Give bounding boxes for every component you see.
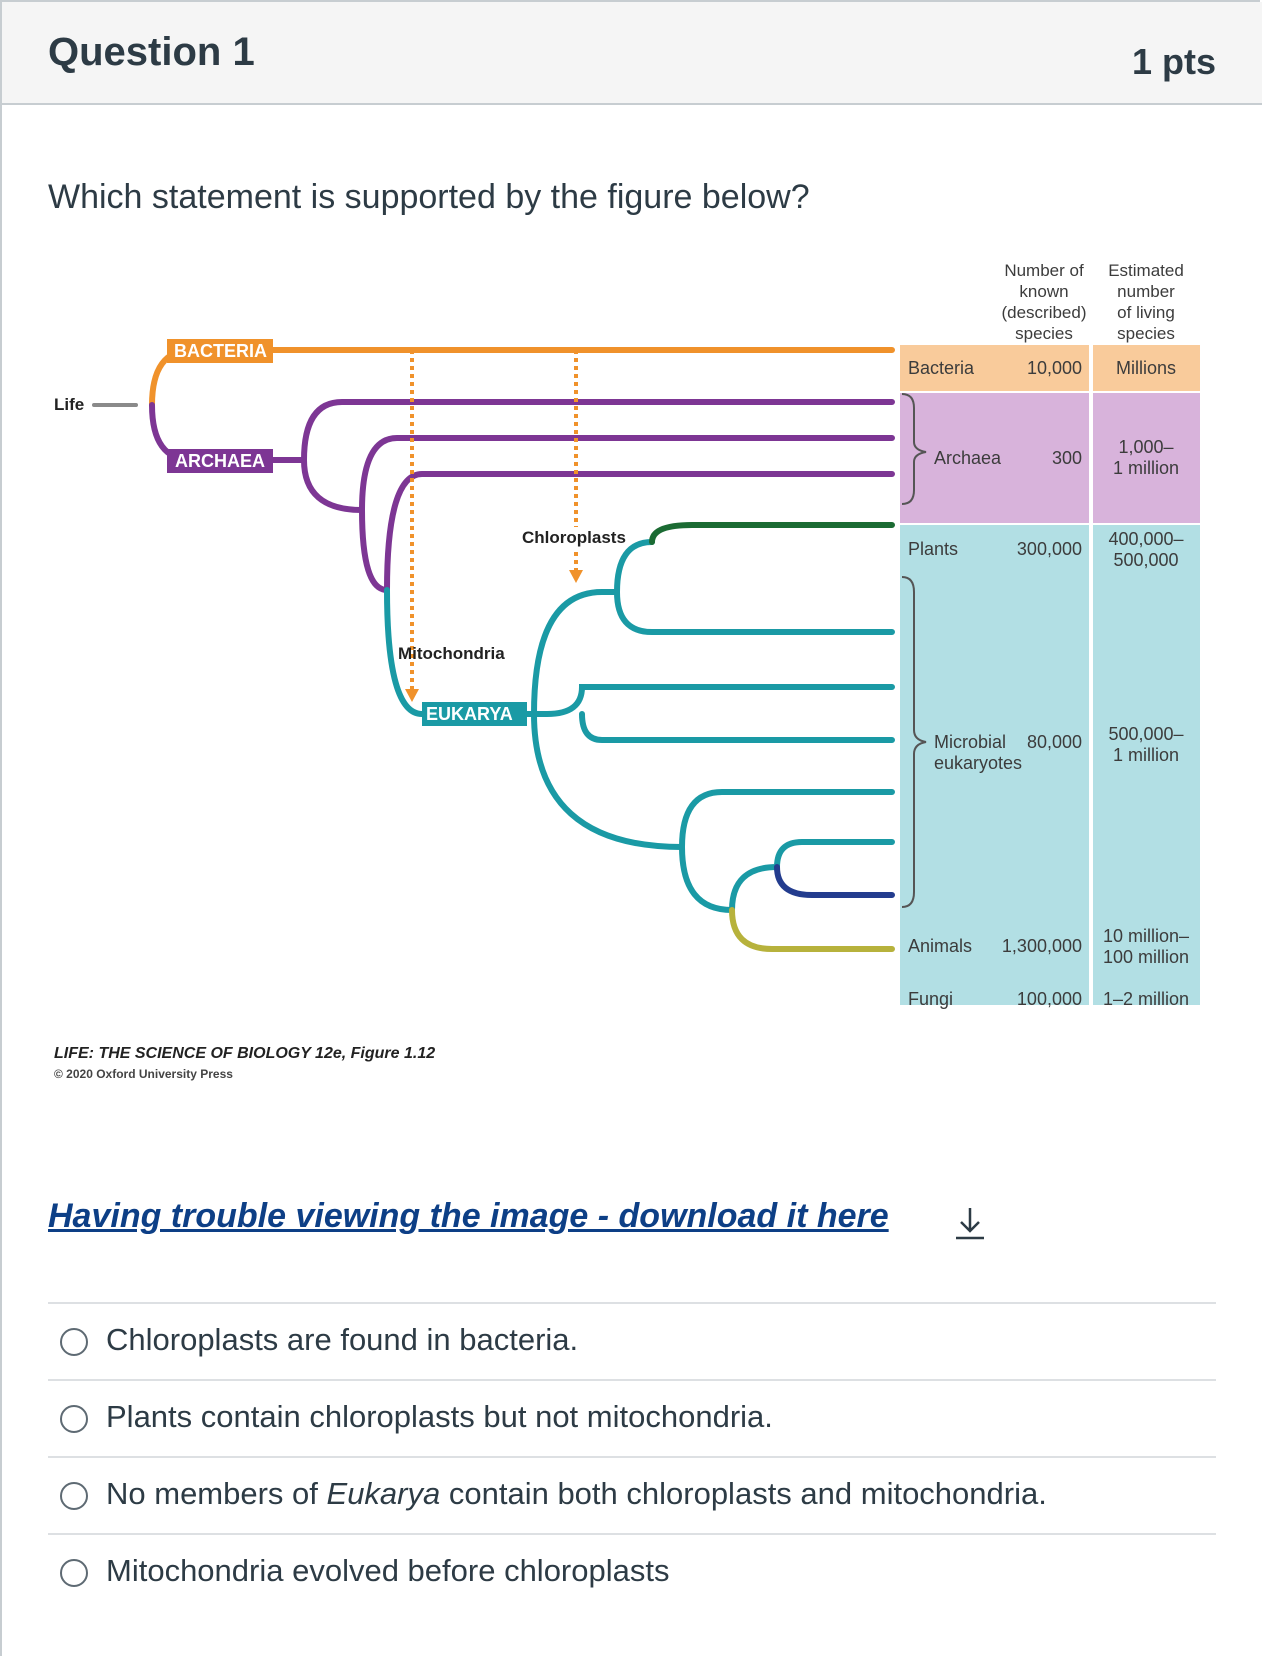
estimated-header-line: number [1117,282,1175,301]
eukarya-stem [384,587,537,717]
microbial-brace [901,576,927,908]
known-header-line: species [1015,324,1073,343]
download-icon[interactable] [952,1204,988,1242]
known-header-line: Number of [1004,261,1084,280]
chloroplasts-arrowhead [569,570,583,583]
eukarya-branch [614,589,895,635]
known-header-line: known [1019,282,1068,301]
row-animals-estimated: 10 million– [1103,926,1189,946]
animals-branch [774,864,895,898]
archaea-label-bg [167,449,273,473]
answer-label: No members of Eukarya contain both chlor… [106,1476,1047,1511]
row-fungi-estimated: 1–2 million [1103,989,1189,1009]
answer-label: Plants contain chloroplasts but not mito… [106,1399,773,1434]
brackets [901,393,927,908]
plants-branch [649,522,895,545]
known-header-line: (described) [1001,303,1086,322]
life-label: Life [54,395,84,414]
row-plants-estimated: 400,000– [1108,529,1183,549]
estimated-header-line: species [1117,324,1175,343]
radio-button[interactable] [60,1328,88,1356]
bacteria-row-bg [900,345,1200,391]
question-header: Question 1 1 pts [2,2,1262,105]
eukarya-branch [679,789,895,850]
eukarya-label: EUKARYA [426,704,513,724]
phylogenetic-tree [92,347,895,952]
archaea-brace [901,393,927,505]
download-image-link[interactable]: Having trouble viewing the image - downl… [48,1197,889,1235]
answer-option[interactable]: Plants contain chloroplasts but not mito… [48,1379,1216,1456]
eukarya-branch [729,839,895,913]
row-fungi-known: 100,000 [1017,989,1082,1009]
chloroplasts-label: Chloroplasts [522,528,626,547]
row-microbial-group: eukaryotes [934,753,1022,773]
answer-option[interactable]: Chloroplasts are found in bacteria. [48,1302,1216,1379]
table-backgrounds [900,345,1200,1005]
answer-option[interactable]: Mitochondria evolved before chloroplasts [48,1533,1216,1610]
archaea-branch [359,471,895,594]
fungi-branch [729,907,895,952]
endosymbiosis-arrows [405,350,583,702]
mitochondria-arrowhead [405,689,419,702]
answer-label: Chloroplasts are found in bacteria. [106,1322,579,1357]
row-bacteria-estimated: Millions [1116,358,1176,378]
eukarya-branch [531,589,620,717]
column-header-estimated: Estimated number of living species [1108,261,1184,343]
figure-credit-title: LIFE: THE SCIENCE OF BIOLOGY 12e, Figure… [54,1045,435,1062]
row-microbial-known: 80,000 [1027,732,1082,752]
row-animals-estimated: 100 million [1103,947,1189,967]
radio-button[interactable] [60,1482,88,1510]
estimated-header-line: Estimated [1108,261,1184,280]
row-bacteria-known: 10,000 [1027,358,1082,378]
answer-options: Chloroplasts are found in bacteria. Plan… [48,1302,1216,1610]
row-archaea-known: 300 [1052,448,1082,468]
answer-option[interactable]: No members of Eukarya contain both chlor… [48,1456,1216,1533]
row-animals-known: 1,300,000 [1002,936,1082,956]
row-microbial-estimated: 500,000– [1108,724,1183,744]
row-archaea-estimated: 1 million [1113,458,1179,478]
row-microbial-estimated: 1 million [1113,745,1179,765]
eukarya-branch [531,684,895,717]
estimated-header-line: of living [1117,303,1175,322]
eukarya-branch [579,711,895,743]
column-header-known: Number of known (described) species [1001,261,1086,343]
row-animals-group: Animals [908,936,972,956]
row-archaea-estimated: 1,000– [1118,437,1173,457]
radio-button[interactable] [60,1405,88,1433]
question-title: Question 1 [48,30,255,74]
row-archaea-group: Archaea [934,448,1002,468]
row-microbial-group: Microbial [934,732,1006,752]
eukarya-branch [679,844,735,913]
question-prompt: Which statement is supported by the figu… [48,178,810,216]
mitochondria-label: Mitochondria [398,644,505,663]
row-plants-group: Plants [908,539,958,559]
row-plants-estimated: 500,000 [1113,550,1178,570]
archaea-branch [301,399,895,463]
row-plants-known: 300,000 [1017,539,1082,559]
archaea-label: ARCHAEA [175,451,265,471]
figure-credit-copyright: © 2020 Oxford University Press [54,1067,233,1081]
bacteria-label: BACTERIA [174,341,267,361]
question-points: 1 pts [1132,41,1217,82]
row-bacteria-group: Bacteria [908,358,975,378]
radio-button[interactable] [60,1559,88,1587]
answer-label: Mitochondria evolved before chloroplasts [106,1553,670,1588]
row-fungi-group: Fungi [908,989,953,1009]
eukarya-branch [531,711,685,850]
eukarya-branch [614,539,655,595]
tree-of-life-figure: Number of known (described) species Esti… [54,261,1200,1081]
table-column-divider [1089,345,1093,1005]
eukarya-row-bg [900,525,1200,1005]
bacteria-label-bg [167,339,273,363]
archaea-row-bg [900,393,1200,523]
eukarya-label-bg [422,702,527,726]
